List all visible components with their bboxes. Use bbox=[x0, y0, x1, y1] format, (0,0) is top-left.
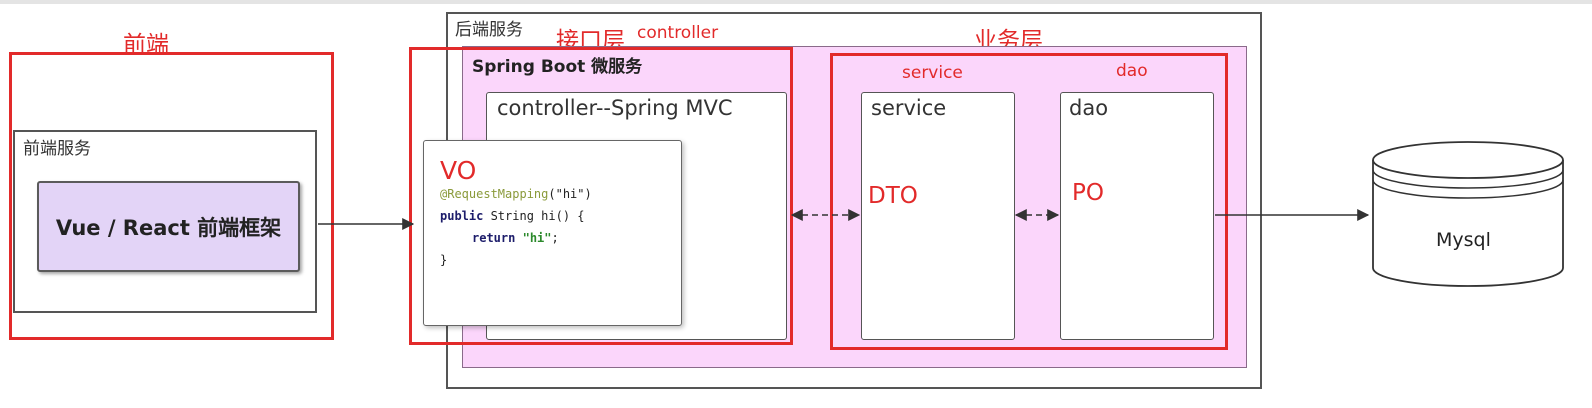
code-line-1: @RequestMapping("hi") bbox=[440, 187, 592, 201]
code-semicolon: ; bbox=[551, 231, 559, 245]
service-title: service bbox=[871, 96, 947, 120]
interface-layer-frame bbox=[409, 47, 793, 345]
code-closing-brace: } bbox=[440, 253, 448, 267]
dao-title: dao bbox=[1069, 96, 1109, 120]
code-string: "hi" bbox=[522, 231, 552, 245]
code-annotation: @RequestMapping bbox=[440, 187, 549, 201]
controller-title: controller--Spring MVC bbox=[497, 96, 733, 120]
vo-label: VO bbox=[440, 156, 477, 185]
code-line-4: } bbox=[440, 253, 447, 267]
frontend-service-label: 前端服务 bbox=[23, 139, 91, 159]
frontend-framework-box: Vue / React 前端框架 bbox=[37, 181, 300, 272]
po-label: PO bbox=[1072, 180, 1104, 206]
code-line-2: public String hi() { bbox=[440, 209, 585, 223]
service-annotation: service bbox=[902, 63, 963, 83]
database-cylinder-icon bbox=[1372, 141, 1564, 287]
dao-box bbox=[1060, 92, 1214, 340]
spring-boot-label: Spring Boot 微服务 bbox=[472, 57, 643, 77]
business-layer-frame bbox=[830, 53, 1228, 350]
vo-code-box: VO @RequestMapping("hi") public String h… bbox=[423, 140, 682, 326]
backend-service-label: 后端服务 bbox=[455, 20, 523, 40]
frontend-framework-label: Vue / React 前端框架 bbox=[55, 215, 282, 240]
frontend-highlight-frame bbox=[9, 52, 334, 340]
code-line-3: return "hi"; bbox=[472, 231, 559, 245]
code-annotation-arg: ("hi") bbox=[548, 187, 592, 201]
service-box bbox=[861, 92, 1015, 340]
code-keyword-public: public bbox=[440, 209, 484, 223]
dao-annotation: dao bbox=[1116, 61, 1148, 81]
code-signature: String hi() { bbox=[483, 209, 585, 223]
interface-layer-subheading: controller bbox=[637, 23, 719, 43]
database-label: Mysql bbox=[1436, 229, 1491, 251]
code-keyword-return: return bbox=[472, 231, 516, 245]
top-divider bbox=[0, 0, 1592, 4]
dto-label: DTO bbox=[868, 183, 918, 209]
